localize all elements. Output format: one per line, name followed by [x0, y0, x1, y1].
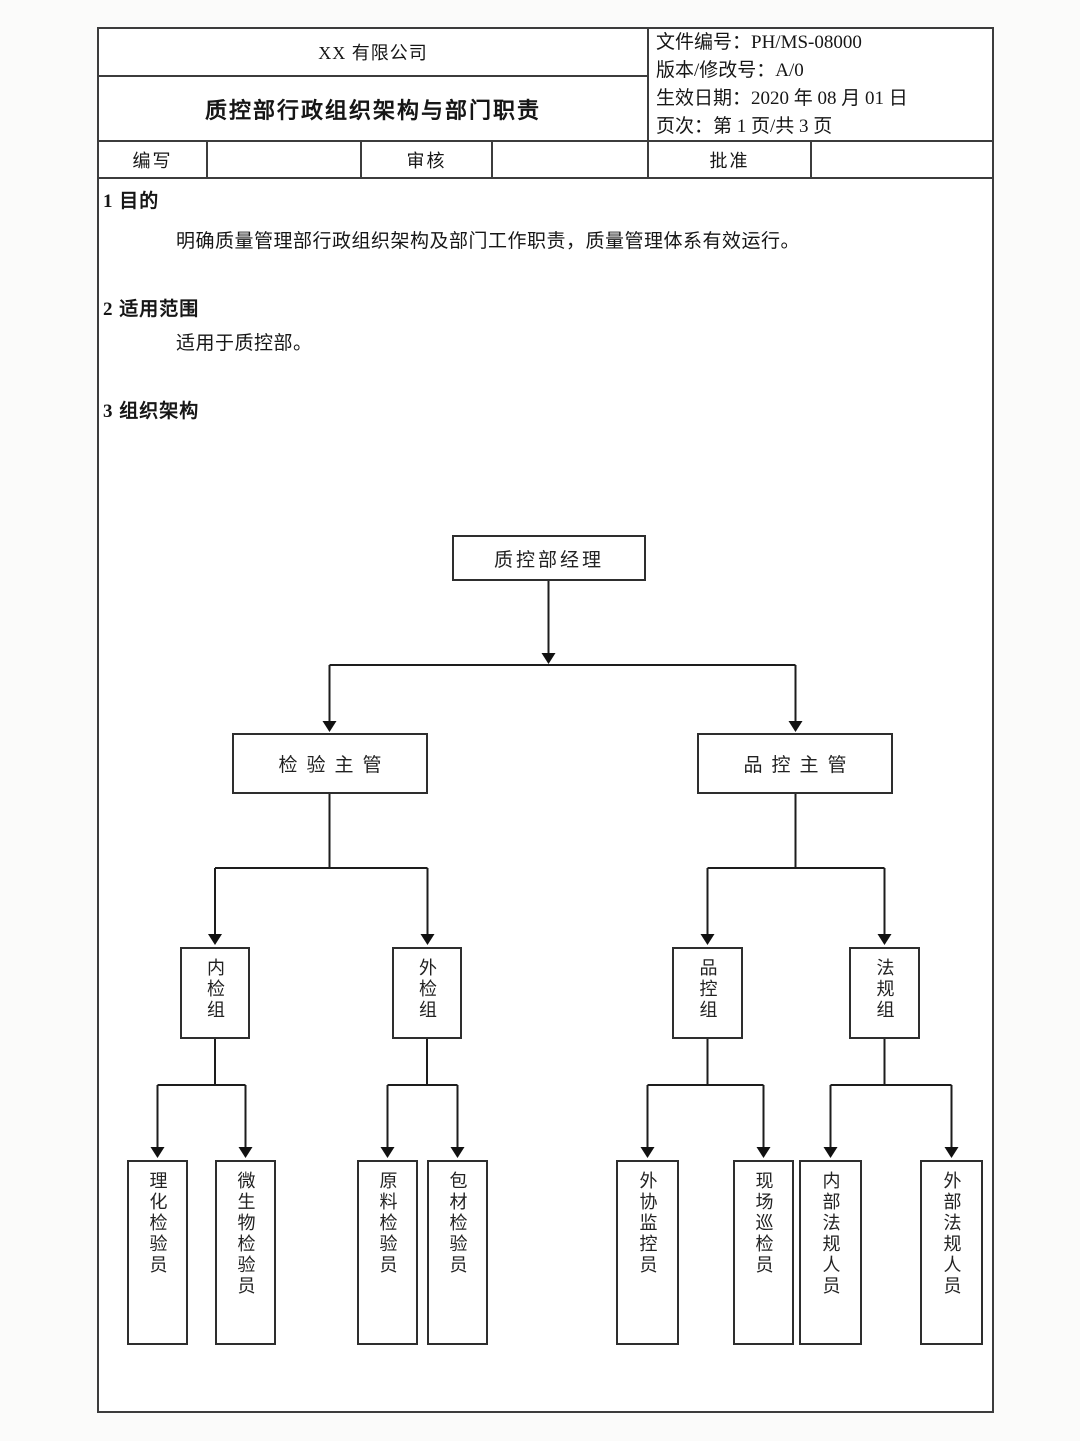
org-node-manager: 质控部经理: [452, 535, 646, 581]
org-node-group-quality-control: 品控组: [672, 947, 743, 1039]
company-name: XX 有限公司: [99, 29, 649, 77]
reviewer-signature-cell: [493, 142, 649, 179]
org-node-supervisor-quality: 品控主管: [697, 733, 893, 794]
org-node-group-regulation: 法规组: [849, 947, 920, 1039]
document-header-table: XX 有限公司 文件编号：PH/MS-08000 版本/修改号：A/0 生效日期…: [97, 27, 994, 179]
doc-number: 文件编号：PH/MS-08000: [656, 31, 862, 53]
org-node-group-internal-inspection: 内检组: [180, 947, 250, 1039]
org-node-staff-rawmaterial-inspector: 原料检验员: [357, 1160, 418, 1345]
org-node-group-external-inspection: 外检组: [392, 947, 462, 1039]
approver-signature-cell: [812, 142, 994, 179]
section-1-text: 明确质量管理部行政组织架构及部门工作职责，质量管理体系有效运行。: [176, 231, 801, 252]
org-node-staff-internal-regulation: 内部法规人员: [799, 1160, 862, 1345]
writer-label: 编写: [99, 142, 208, 179]
document-title: 质控部行政组织架构与部门职责: [99, 77, 649, 142]
org-node-staff-packaging-inspector: 包材检验员: [427, 1160, 488, 1345]
section-2-text: 适用于质控部。: [176, 333, 313, 354]
writer-signature-cell: [208, 142, 362, 179]
org-node-supervisor-inspection: 检验主管: [232, 733, 428, 794]
version-number: 版本/修改号：A/0: [656, 59, 804, 81]
effective-date: 生效日期：2020 年 08 月 01 日: [656, 87, 908, 109]
org-node-staff-microbio-inspector: 微生物检验员: [215, 1160, 276, 1345]
approver-label: 批准: [649, 142, 812, 179]
section-3-heading: 3 组织架构: [103, 401, 200, 422]
org-node-staff-outsourcing-monitor: 外协监控员: [616, 1160, 679, 1345]
org-node-staff-physchem-inspector: 理化检验员: [127, 1160, 188, 1345]
document-meta-cell: 文件编号：PH/MS-08000 版本/修改号：A/0 生效日期：2020 年 …: [649, 29, 994, 142]
org-node-staff-external-regulation: 外部法规人员: [920, 1160, 983, 1345]
reviewer-label: 审核: [362, 142, 493, 179]
org-node-staff-onsite-patrol-inspector: 现场巡检员: [733, 1160, 794, 1345]
section-2-heading: 2 适用范围: [103, 299, 200, 320]
section-1-heading: 1 目的: [103, 191, 160, 212]
page-number: 页次：第 1 页/共 3 页: [656, 115, 833, 137]
